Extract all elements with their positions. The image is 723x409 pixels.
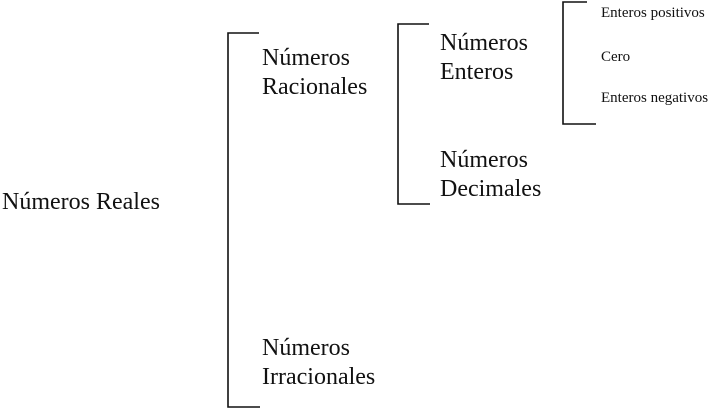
node-numeros-racionales-line2: Racionales: [262, 74, 368, 101]
node-numeros-racionales: Números Racionales: [262, 44, 367, 103]
node-numeros-irracionales-line1: Números: [262, 335, 350, 361]
node-numeros-enteros-line2: Enteros: [440, 59, 514, 86]
node-enteros-negativos: Enteros negativos: [601, 89, 708, 107]
node-cero-label: Cero: [601, 49, 631, 65]
node-enteros-negativos-label: Enteros negativos: [601, 90, 709, 106]
node-cero: Cero: [601, 48, 630, 66]
node-enteros-positivos: Enteros positivos: [601, 4, 705, 22]
bracket-numeros-reales: [227, 32, 260, 408]
node-numeros-enteros: Números Enteros: [440, 29, 528, 88]
node-numeros-decimales-line2: Decimales: [440, 176, 542, 203]
bracket-numeros-enteros: [562, 1, 596, 125]
node-numeros-decimales-line1: Números: [440, 147, 528, 173]
bracket-numeros-racionales: [397, 23, 430, 205]
node-numeros-reales: Números Reales: [2, 188, 160, 217]
node-numeros-irracionales: Números Irracionales: [262, 334, 375, 393]
node-numeros-decimales: Números Decimales: [440, 146, 541, 205]
node-enteros-positivos-label: Enteros positivos: [601, 5, 705, 21]
node-numeros-racionales-line1: Números: [262, 45, 350, 71]
node-numeros-reales-label: Números Reales: [2, 189, 160, 215]
node-numeros-enteros-line1: Números: [440, 30, 528, 56]
node-numeros-irracionales-line2: Irracionales: [262, 364, 376, 391]
